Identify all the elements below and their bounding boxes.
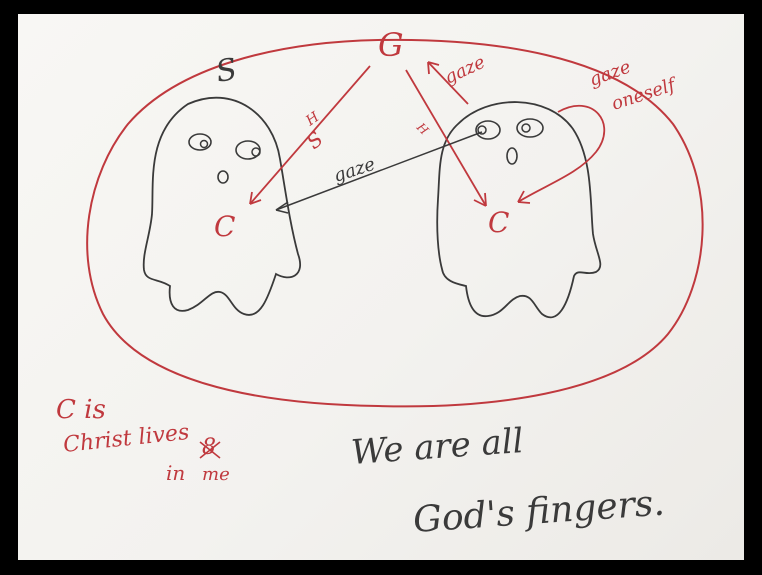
spirit-symbol-top: S	[213, 52, 239, 90]
slogan-line-1: We are all	[350, 421, 525, 473]
spirit-symbol-arrow: S	[302, 127, 328, 154]
right-ghost-mouth	[507, 148, 517, 164]
right-ghost-outline	[437, 102, 600, 317]
holy-spirit-label-left: H	[302, 109, 323, 130]
arrow-gaze-to-other	[276, 132, 482, 210]
left-ghost-outline	[144, 98, 300, 315]
note-christ-lives: Christ lives	[62, 420, 190, 458]
christ-label-left: C	[214, 210, 235, 243]
arrow-god-to-right-christ	[406, 70, 486, 206]
note-c-is: C is	[56, 395, 106, 425]
god-label: G	[378, 26, 404, 64]
arrow-gaze-oneself	[518, 106, 604, 202]
gaze-label-to-other: gaze	[331, 154, 378, 187]
right-ghost-eye-left	[476, 121, 500, 139]
hand-drawn-diagram: S S G C C H H gaze gaze oneself gaze C i…	[18, 14, 744, 560]
note-in: in	[166, 461, 185, 485]
holy-spirit-label-right: H	[413, 120, 431, 138]
note-me: me	[202, 464, 230, 485]
slogan-line-2: God's fingers.	[412, 483, 666, 541]
christ-label-right: C	[488, 206, 509, 239]
left-ghost-mouth	[218, 171, 228, 183]
paper-sheet: S S G C C H H gaze gaze oneself gaze C i…	[18, 14, 744, 560]
gaze-label-to-god: gaze	[441, 52, 488, 89]
